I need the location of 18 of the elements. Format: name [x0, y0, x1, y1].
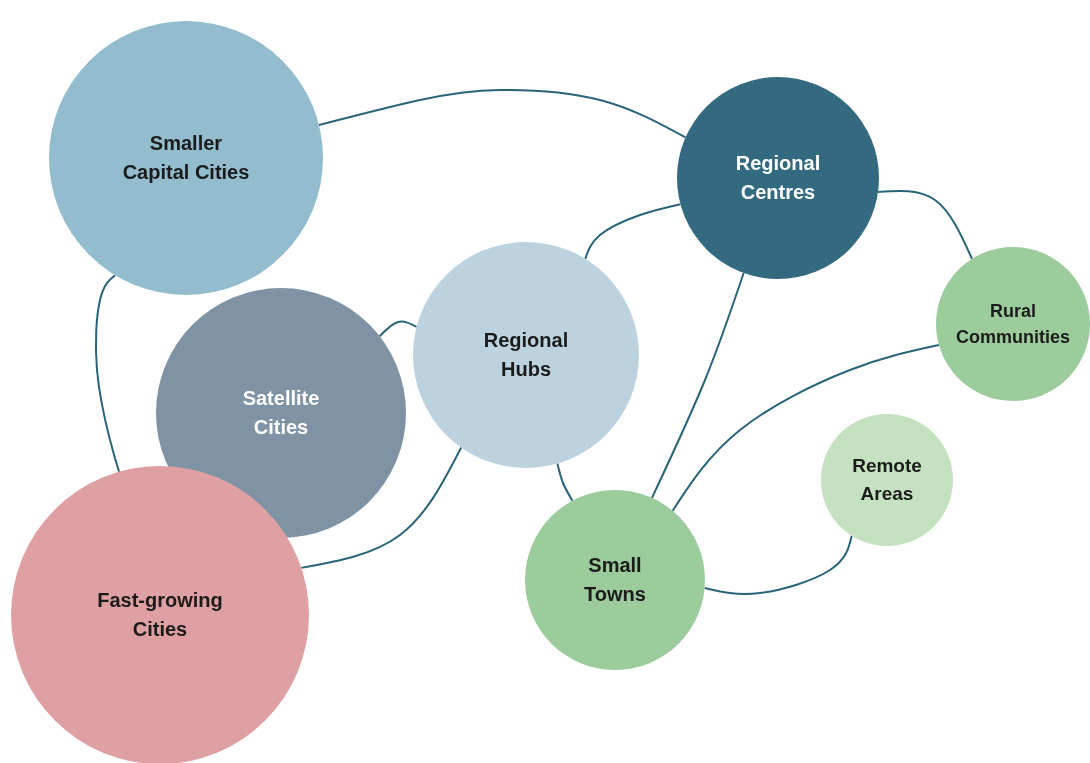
- connector-line: [650, 272, 745, 499]
- node-label: Satellite Cities: [241, 386, 321, 440]
- connector-line: [703, 534, 853, 595]
- connector-line: [671, 343, 940, 512]
- connector-line: [318, 88, 687, 139]
- connector-line: [584, 203, 682, 260]
- connector-line: [877, 189, 973, 260]
- connector-line: [378, 320, 418, 338]
- node-label: Fast-growing Cities: [96, 588, 224, 642]
- node-label: Regional Hubs: [482, 328, 570, 382]
- connector-line: [300, 446, 463, 569]
- connector-line: [556, 462, 574, 502]
- node-label: Rural Communities: [955, 299, 1071, 349]
- connector-line: [94, 274, 121, 473]
- node-label: Smaller Capital Cities: [121, 131, 251, 185]
- node-label: Remote Areas: [851, 454, 923, 506]
- node-label: Small Towns: [583, 553, 647, 607]
- node-label: Regional Centres: [734, 151, 822, 205]
